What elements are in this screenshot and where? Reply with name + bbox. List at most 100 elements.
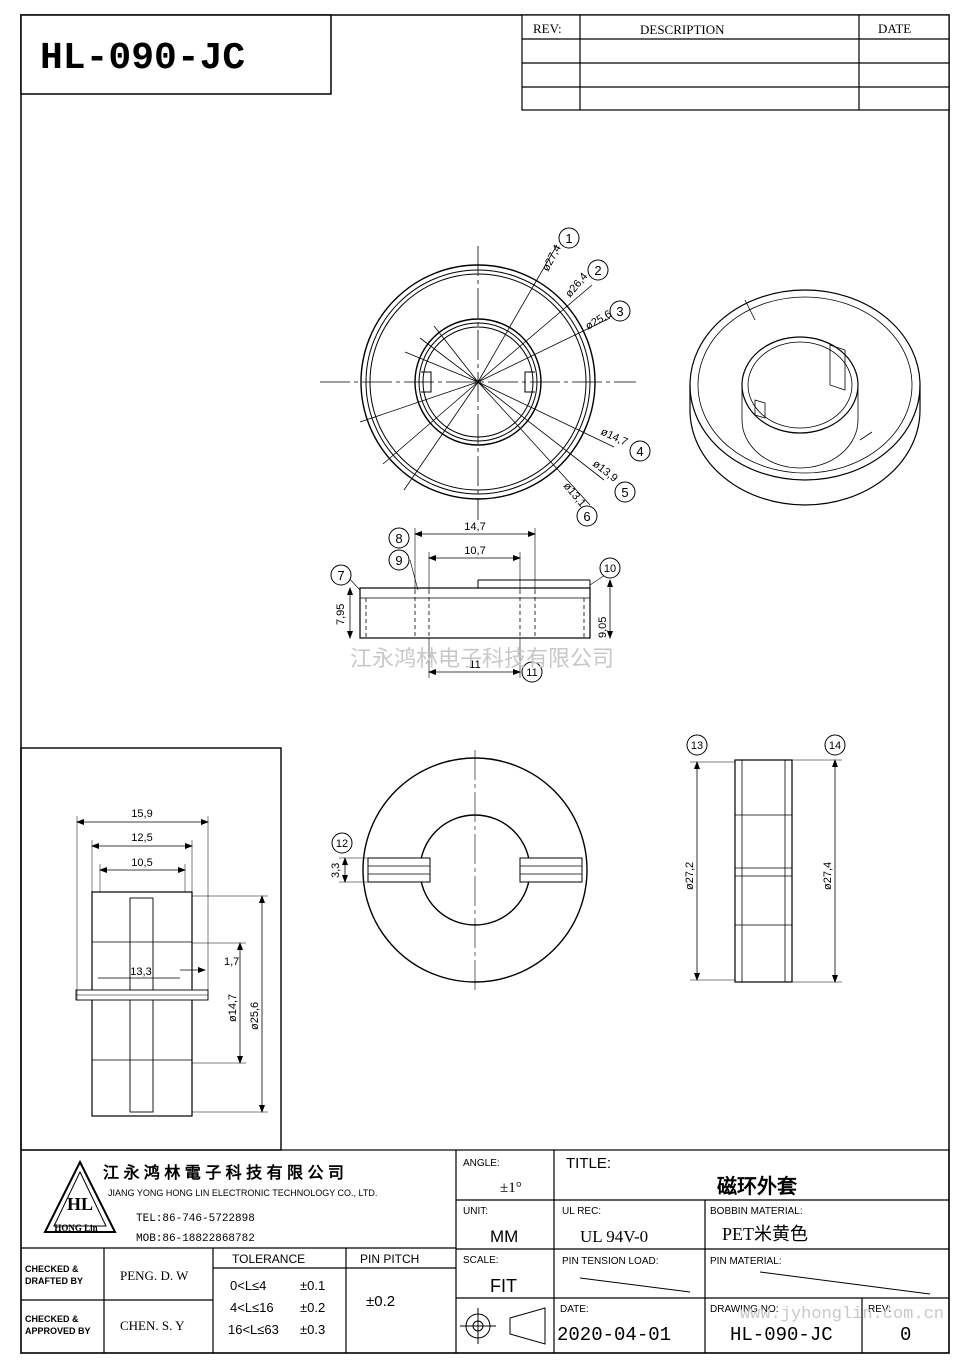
title-label: TITLE: [566,1155,611,1172]
dim-d274: ø27,4 [540,243,564,273]
circle-d264 [365,269,591,495]
svg-text:13: 13 [691,740,703,752]
tol-range-3: 16<L≤63 [228,1322,279,1337]
callout-11: 11 [521,661,543,683]
rev-value: 0 [900,1324,911,1346]
pin-tension-blank [579,1277,691,1293]
svg-text:3: 3 [616,304,623,319]
bobbin-value: PET米黄色 [722,1224,808,1244]
side-section-view [345,528,613,678]
callout-8: 8 [388,527,410,549]
date-header: DATE [878,21,911,36]
pin-material-label: PIN MATERIAL: [710,1256,782,1267]
circle-d131 [422,326,534,438]
company-name-en: JIANG YONG HONG LIN ELECTRONIC TECHNOLOG… [108,1188,377,1198]
svg-text:11: 11 [526,667,537,679]
inset-view [20,747,282,1151]
callout-9: 9 [388,549,410,571]
pin-tension-label: PIN TENSION LOAD: [562,1256,659,1267]
svg-text:14: 14 [829,740,841,752]
callout-13: 13 [686,734,708,756]
dim-inset-256: ø25,6 [249,1002,261,1030]
watermark-url: www.jyhonglin.com.cn [740,1305,944,1324]
dim-d264: ø26,4 [563,271,590,300]
title-block-grid [20,1149,950,1354]
svg-text:6: 6 [583,509,590,524]
callout-10: 10 [599,557,621,579]
svg-text:7: 7 [337,568,344,583]
pin-pitch-label: PIN PITCH [360,1252,419,1266]
scale-label: SCALE: [463,1255,499,1266]
dim-272: ø27,2 [684,862,696,890]
checked-drafted-line2: DRAFTED BY [25,1276,83,1286]
rev-label: REV: [868,1304,891,1315]
dim-inset-159: 15,9 [131,808,152,820]
dim-33: 3,3 [330,863,342,878]
dim-795: 7,95 [335,604,347,625]
logo-sub: HONG Lin [54,1223,97,1233]
svg-text:9: 9 [395,553,402,568]
watermark-company: 江永鸿林电子科技有限公司 [350,646,614,671]
sheet-border [20,14,950,1354]
company-tel: TEL:86-746-5722898 [136,1213,255,1225]
part-number-title: HL-090-JC [40,37,245,80]
logo-letters: HL [67,1194,93,1214]
angle-value: ±1° [500,1180,522,1196]
dim-107: 10,7 [464,545,485,557]
callout-2: 2 [587,259,609,281]
svg-text:2: 2 [594,263,601,278]
tol-value-3: ±0.3 [300,1322,325,1337]
svg-text:12: 12 [336,838,348,850]
callout-5: 5 [614,481,636,503]
dim-d256: ø25,6 [584,308,614,332]
checked-approved-line2: APPROVED BY [25,1326,91,1336]
isometric-view [689,289,921,506]
callout-7: 7 [330,564,352,586]
dim-d147: ø14,7 [599,426,630,449]
title-value: 磁环外套 [717,1174,797,1198]
callout-4: 4 [629,440,651,462]
tol-value-2: ±0.2 [300,1300,325,1315]
company-name-cn: 江 永 鸿 林 電 子 科 技 有 限 公 司 [103,1163,344,1182]
svg-text:8: 8 [395,531,402,546]
tol-range-2: 4<L≤16 [230,1300,274,1315]
pin-pitch-value: ±0.2 [366,1293,395,1310]
callout-14: 14 [824,734,846,756]
circle-d256 [369,273,587,491]
ul-value: UL 94V-0 [580,1227,648,1246]
callout-1: 1 [558,227,580,249]
date-value: 2020-04-01 [557,1324,671,1346]
dim-11: 11 [469,659,480,671]
drawing-no-label: DRAWING NO: [710,1304,779,1315]
date-label: DATE: [560,1304,589,1315]
tol-range-1: 0<L≤4 [230,1278,266,1293]
dim-d139: ø13,9 [590,458,620,485]
top-view [320,244,636,520]
unit-value: MM [490,1227,518,1246]
drawing-no-value: HL-090-JC [730,1324,833,1346]
dim-inset-133: 13,3 [130,966,151,978]
svg-text:4: 4 [636,444,643,459]
pin-material-blank [759,1271,931,1295]
tolerance-label: TOLERANCE [232,1252,305,1266]
dim-147: 14,7 [464,521,485,533]
bottom-view [339,750,588,990]
approver-name: CHEN. S. Y [120,1318,185,1333]
svg-text:10: 10 [604,563,616,575]
unit-label: UNIT: [463,1206,488,1217]
company-mob: MOB:86-18822868782 [136,1233,255,1245]
circle-d139 [418,322,538,442]
rev-header: REV: [533,21,562,36]
dim-905: 9,05 [597,617,609,638]
callout-6: 6 [576,505,598,527]
callout-3: 3 [609,300,631,322]
ul-label: UL REC: [562,1206,601,1217]
company-logo: HL HONG Lin [43,1159,117,1233]
svg-text:5: 5 [621,485,628,500]
description-header: DESCRIPTION [640,22,725,37]
scale-value: FIT [490,1276,517,1296]
right-side-view [690,759,842,983]
checked-approved-line1: CHECKED & [25,1314,79,1324]
projection-symbol-icon [460,1307,546,1345]
